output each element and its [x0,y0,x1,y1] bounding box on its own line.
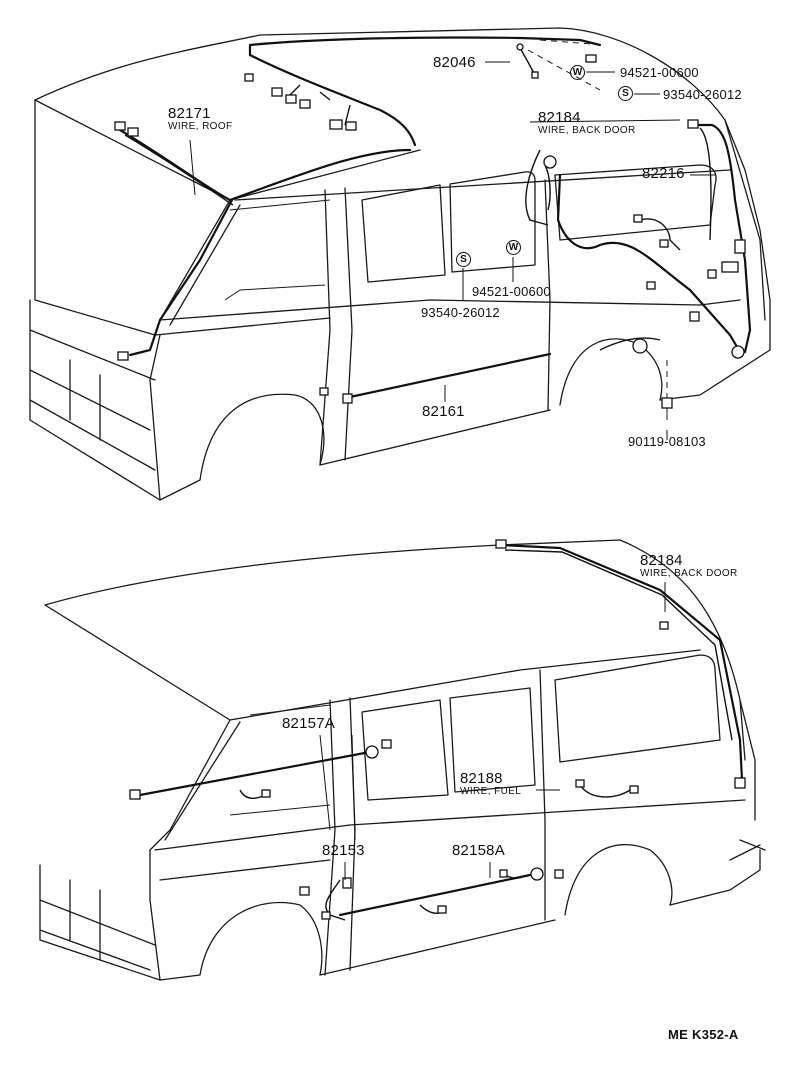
callout-82161: 82161 [422,403,465,420]
callout-82184-bottom: 82184 [640,552,683,569]
callout-82157A: 82157A [282,715,335,732]
top-van-wiring [114,36,752,420]
washer-w-icon: W [570,65,585,80]
figure-code: ME K352-A [668,1027,739,1042]
callout-82171: 82171 [168,105,211,122]
top-leader-lines [189,61,716,440]
callout-82171-desc: WIRE, ROOF [168,121,233,132]
bottom-van-wiring [129,539,746,921]
callout-94521-mid: 94521-00600 [472,284,551,299]
screw-s-icon: S [456,252,471,267]
callout-82153: 82153 [322,842,365,859]
callout-82216: 82216 [642,165,685,182]
bottom-leader-lines [319,582,666,880]
callout-93540-top: 93540-26012 [663,87,742,102]
callout-82184-top-desc: WIRE, BACK DOOR [538,125,636,136]
callout-93540-mid: 93540-26012 [421,305,500,320]
bottom-van-body [39,539,766,981]
callout-82046: 82046 [433,54,476,71]
washer-w-icon: W [506,240,521,255]
callout-82188-desc: WIRE, FUEL [460,786,522,797]
callout-82184-bottom-desc: WIRE, BACK DOOR [640,568,738,579]
callout-82158A: 82158A [452,842,505,859]
callout-90119: 90119-08103 [628,434,706,449]
top-van-body [29,27,771,501]
screw-s-icon: S [618,86,633,101]
callout-94521-top: 94521-00600 [620,65,699,80]
callout-82184-top: 82184 [538,109,581,126]
callout-82188: 82188 [460,770,503,787]
